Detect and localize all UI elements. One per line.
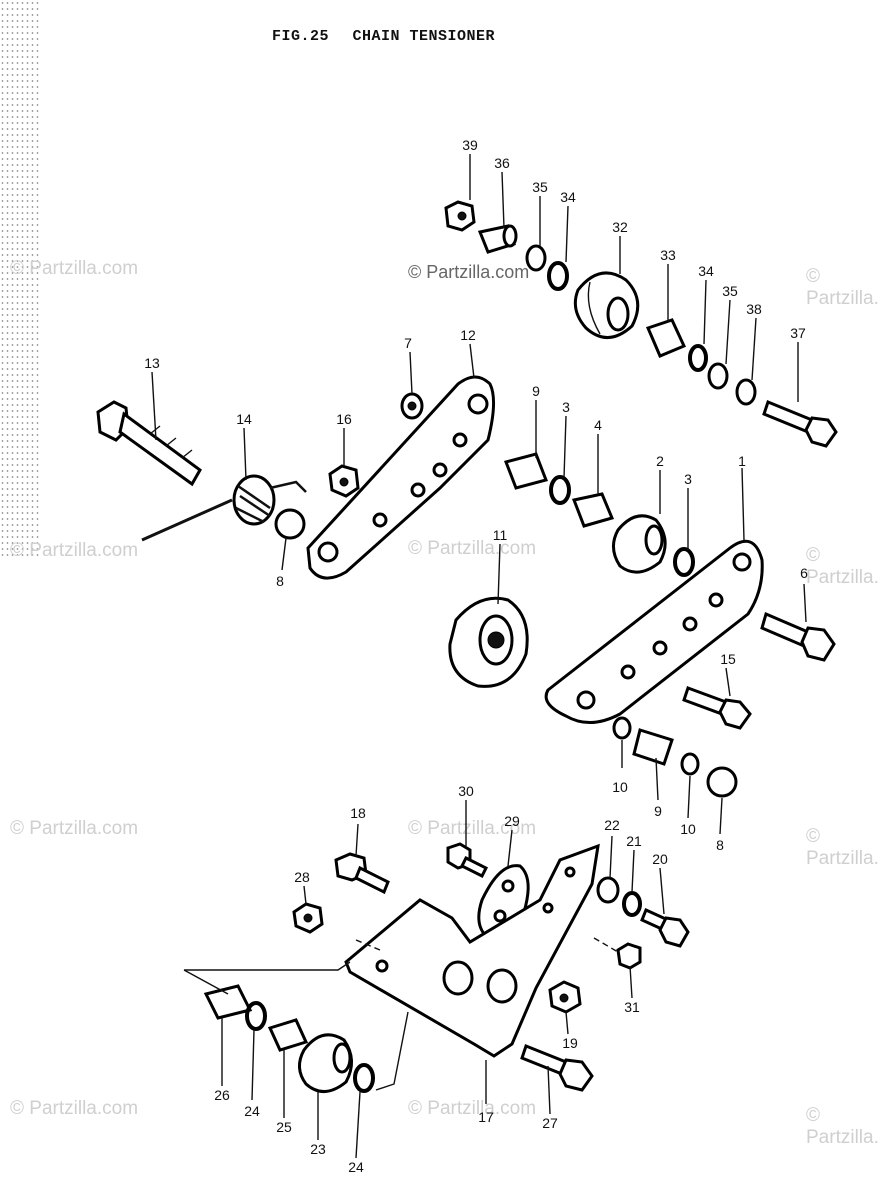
part-label: 29 (504, 813, 520, 829)
part-label: 8 (276, 573, 284, 589)
part-label: 36 (494, 155, 510, 171)
part-label: 3 (684, 471, 692, 487)
upper-roller-group (444, 200, 838, 448)
part-label: 4 (594, 417, 602, 433)
part-label: 35 (722, 283, 738, 299)
figure-name: CHAIN TENSIONER (352, 28, 496, 45)
part-label: 3 (562, 399, 570, 415)
watermark: © Partzilla.com (408, 818, 537, 839)
part-label: 16 (336, 411, 352, 427)
part-label: 23 (310, 1141, 326, 1157)
part-label: 27 (542, 1115, 558, 1131)
part-label: 34 (560, 189, 576, 205)
leader-lines (151, 154, 807, 1159)
part-label: 38 (746, 301, 762, 317)
part-label: 1 (738, 453, 746, 469)
figure-number: FIG.25 (272, 28, 330, 45)
part-label: 34 (698, 263, 714, 279)
watermark: © Partzilla.com (10, 540, 139, 561)
watermark: © Partzilla.com (806, 1105, 878, 1148)
part-label: 19 (562, 1035, 578, 1051)
part-label: 20 (652, 851, 668, 867)
part-label: 15 (720, 651, 736, 667)
part-label: 25 (276, 1119, 292, 1135)
watermark: © Partzilla.com (10, 1098, 139, 1119)
watermark: © Partzilla.com (10, 818, 139, 839)
part-label: 11 (493, 527, 508, 543)
part-label: 37 (790, 325, 806, 341)
part-label: 10 (680, 821, 696, 837)
part-label: 9 (532, 383, 540, 399)
part-label: 8 (716, 837, 724, 853)
middle-right-group (448, 452, 836, 798)
watermark: © Partzilla.com (408, 262, 530, 282)
part-label: 7 (404, 335, 412, 351)
part-label: 17 (478, 1109, 494, 1125)
part-label: 10 (612, 779, 628, 795)
middle-left-group (96, 375, 495, 580)
part-label: 26 (214, 1087, 230, 1103)
watermark: © Partzilla.com (10, 258, 139, 279)
part-label: 24 (348, 1159, 364, 1175)
part-label: 6 (800, 565, 808, 581)
watermark: © Partzilla.com (806, 266, 878, 309)
part-label: 13 (144, 355, 160, 371)
part-label: 2 (656, 453, 664, 469)
part-label: 30 (458, 783, 474, 799)
scan-noise (0, 0, 40, 560)
part-numbers: 39 36 35 34 32 33 34 35 38 37 13 14 16 7… (144, 137, 808, 1175)
part-label: 28 (294, 869, 310, 885)
part-label: 32 (612, 219, 628, 235)
watermark: © Partzilla.com (408, 1098, 537, 1119)
watermark: © Partzilla.com (806, 826, 878, 869)
part-label: 14 (236, 411, 252, 427)
part-label: 18 (350, 805, 366, 821)
part-label: 21 (626, 833, 642, 849)
part-label: 24 (244, 1103, 260, 1119)
part-label: 31 (624, 999, 640, 1015)
watermark: © Partzilla.com (408, 538, 537, 559)
part-label: 35 (532, 179, 548, 195)
part-label: 39 (462, 137, 478, 153)
bottom-bracket-group (183, 842, 690, 1093)
part-label: 33 (660, 247, 676, 263)
part-label: 9 (654, 803, 662, 819)
watermark: © Partzilla.com (806, 545, 878, 588)
figure-title: FIG.25 CHAIN TENSIONER (272, 28, 509, 45)
part-label: 22 (604, 817, 620, 833)
part-label: 12 (460, 327, 476, 343)
